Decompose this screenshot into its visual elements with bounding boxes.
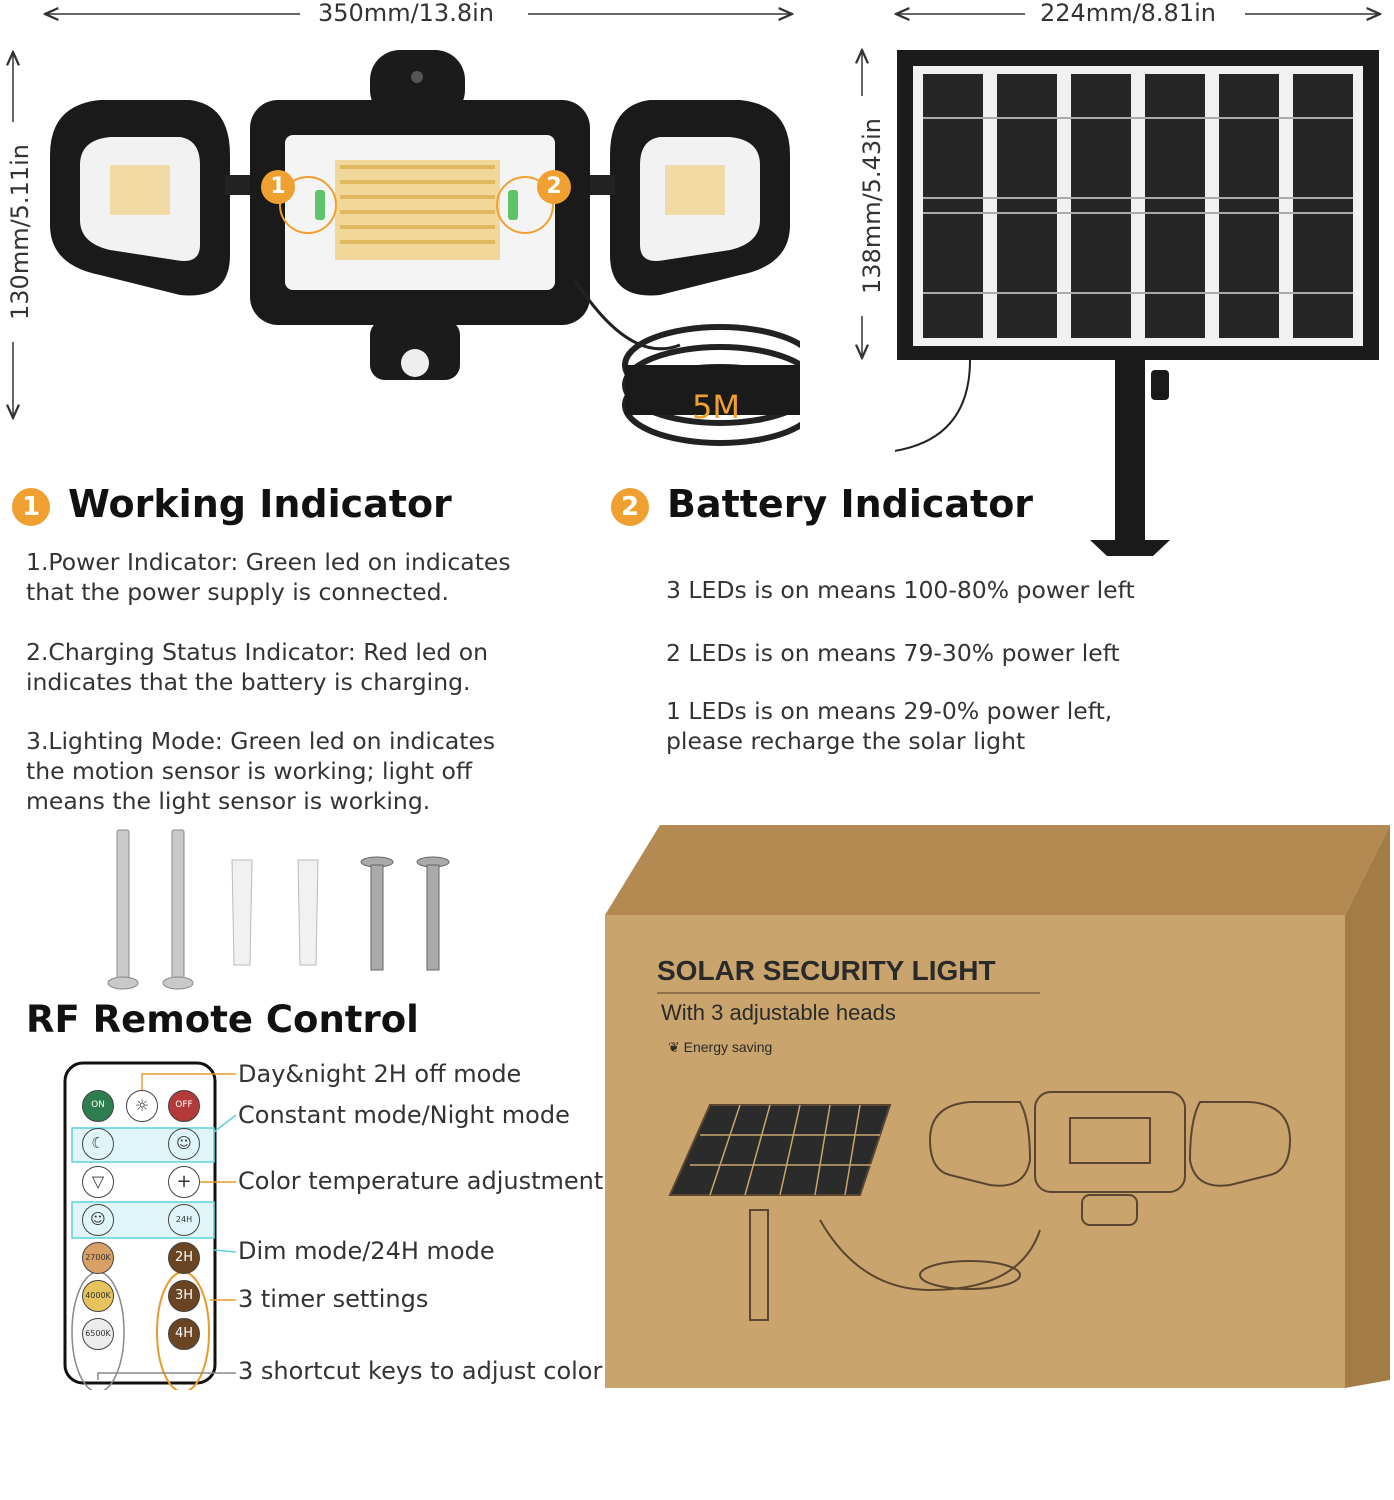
remote-2700k-key[interactable]: 2700K [82, 1242, 114, 1274]
remote-off-key[interactable]: OFF [168, 1090, 200, 1122]
remote-4h-key[interactable]: 4H [168, 1318, 200, 1350]
leaf-icon: ❦ [668, 1039, 684, 1055]
remote-constant-mode-key[interactable]: ☾ [82, 1128, 114, 1160]
working-indicator-badge: 1 [12, 488, 50, 526]
remote-on-key[interactable]: ON [82, 1090, 114, 1122]
working-indicator-item-3: 3.Lighting Mode: Green led on indicates … [26, 727, 496, 815]
remote-night-mode-key[interactable]: ☺ [168, 1128, 200, 1160]
remote-6500k-key[interactable]: 6500K [82, 1318, 114, 1350]
remote-label-shortcut-color: 3 shortcut keys to adjust color [238, 1357, 603, 1385]
light-width-label: 350mm/13.8in [308, 0, 504, 27]
panel-height-label: 138mm/5.43in [858, 96, 886, 316]
remote-24h-mode-key[interactable]: 24H [168, 1204, 200, 1236]
remote-label-day-night: Day&night 2H off mode [238, 1060, 522, 1088]
box-subtitle: With 3 adjustable heads [661, 1000, 896, 1025]
remote-4000k-key[interactable]: 4000K [82, 1280, 114, 1312]
battery-indicator-item-3: 1 LEDs is on means 29-0% power left, ple… [666, 697, 1113, 755]
indicator-badge-1: 1 [261, 170, 295, 204]
remote-label-dim-24h: Dim mode/24H mode [238, 1237, 495, 1265]
security-light-image [50, 50, 800, 446]
remote-label-constant-night: Constant mode/Night mode [238, 1101, 570, 1129]
battery-indicator-item-2: 2 LEDs is on means 79-30% power left [666, 639, 1120, 667]
box-title: SOLAR SECURITY LIGHT [657, 955, 996, 986]
remote-label-timer: 3 timer settings [238, 1285, 429, 1313]
box-tag-text: Energy saving [683, 1039, 773, 1055]
solar-panel-image [895, 50, 1379, 556]
box-tag: ❦ Energy saving [668, 1039, 772, 1056]
battery-indicator-title: Battery Indicator [667, 482, 1034, 526]
remote-color-down-key[interactable]: ▽ [82, 1166, 114, 1198]
panel-width-label: 224mm/8.81in [1030, 0, 1226, 27]
remote-2h-key[interactable]: 2H [168, 1242, 200, 1274]
indicator-badge-2: 2 [537, 170, 571, 204]
remote-day-night-key[interactable]: ☼ [126, 1090, 158, 1122]
battery-indicator-item-1: 3 LEDs is on means 100-80% power left [666, 576, 1135, 604]
remote-label-color-temp: Color temperature adjustment [238, 1167, 604, 1195]
remote-color-up-key[interactable]: + [168, 1166, 200, 1198]
light-height-label: 130mm/5.11in [6, 122, 34, 342]
working-indicator-item-2: 2.Charging Status Indicator: Red led on … [26, 638, 489, 696]
remote-3h-key[interactable]: 3H [168, 1280, 200, 1312]
remote-dim-mode-key[interactable]: ☺ [82, 1204, 114, 1236]
product-box-image [605, 825, 1390, 1388]
working-indicator-title: Working Indicator [68, 482, 452, 526]
working-indicator-item-1: 1.Power Indicator: Green led on indicate… [26, 548, 511, 606]
remote-title: RF Remote Control [26, 998, 419, 1041]
battery-indicator-badge: 2 [611, 488, 649, 526]
cable-length-label: 5M [692, 388, 740, 426]
mounting-hardware-image [107, 829, 450, 990]
